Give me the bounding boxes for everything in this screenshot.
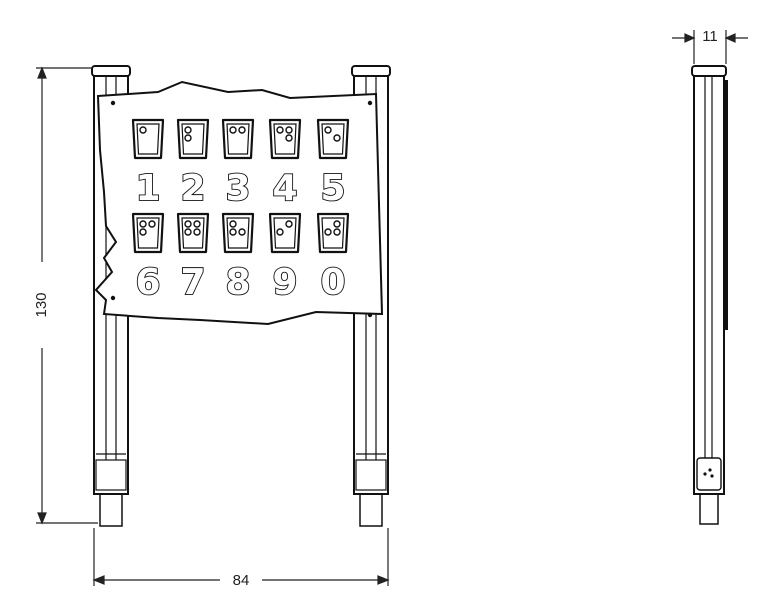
width-dimension xyxy=(92,528,390,586)
braille-tile xyxy=(176,118,210,160)
depth-dimension xyxy=(672,30,748,64)
braille-dot xyxy=(193,220,201,228)
braille-dot xyxy=(229,228,237,236)
braille-dot xyxy=(229,220,237,228)
braille-dot xyxy=(285,126,293,134)
digit-label-2: 2 xyxy=(180,168,205,209)
braille-tile xyxy=(176,212,210,254)
braille-tiles xyxy=(131,118,350,254)
side-view xyxy=(691,65,728,525)
braille-dot xyxy=(333,228,341,236)
panel-screw xyxy=(110,100,116,106)
braille-dot xyxy=(238,126,246,134)
digit-label-1: 1 xyxy=(135,168,160,209)
digit-label-4: 4 xyxy=(272,168,297,209)
width-dimension-label: 84 xyxy=(233,572,250,589)
side-panel-edge xyxy=(724,80,728,330)
digit-label-3: 3 xyxy=(225,168,250,209)
braille-dot xyxy=(324,228,332,236)
braille-dot xyxy=(184,220,192,228)
braille-dot xyxy=(184,228,192,236)
braille-tile xyxy=(131,212,165,254)
braille-dot xyxy=(139,126,147,134)
depth-dimension-label: 11 xyxy=(702,28,718,45)
braille-tile xyxy=(221,118,255,160)
braille-dot xyxy=(139,220,147,228)
braille-dot xyxy=(229,126,237,134)
height-dimension xyxy=(36,66,98,525)
braille-tile xyxy=(268,118,302,160)
digit-label-6: 6 xyxy=(135,262,160,303)
digit-label-8: 8 xyxy=(225,262,250,303)
panel-screw xyxy=(367,312,373,318)
braille-dot xyxy=(139,228,147,236)
braille-dot xyxy=(276,228,284,236)
braille-dot xyxy=(333,220,341,228)
braille-tile xyxy=(268,212,302,254)
panel-screw xyxy=(110,295,116,301)
braille-dot xyxy=(184,126,192,134)
braille-dot xyxy=(333,134,341,142)
panel-screw xyxy=(367,100,373,106)
braille-dot xyxy=(238,228,246,236)
braille-dot xyxy=(193,228,201,236)
braille-dot xyxy=(285,134,293,142)
height-dimension-label: 130 xyxy=(33,292,50,317)
digit-label-7: 7 xyxy=(180,262,205,303)
braille-tile xyxy=(131,118,165,160)
braille-dot xyxy=(285,220,293,228)
braille-dot xyxy=(276,126,284,134)
braille-dot xyxy=(148,220,156,228)
braille-dot xyxy=(324,126,332,134)
digit-label-0: 0 xyxy=(320,262,345,303)
braille-tile xyxy=(316,118,350,160)
digit-label-5: 5 xyxy=(320,168,345,209)
braille-dot xyxy=(184,134,192,142)
digit-label-9: 9 xyxy=(272,262,297,303)
braille-tile xyxy=(316,212,350,254)
braille-panel xyxy=(94,80,384,326)
braille-tile xyxy=(221,212,255,254)
